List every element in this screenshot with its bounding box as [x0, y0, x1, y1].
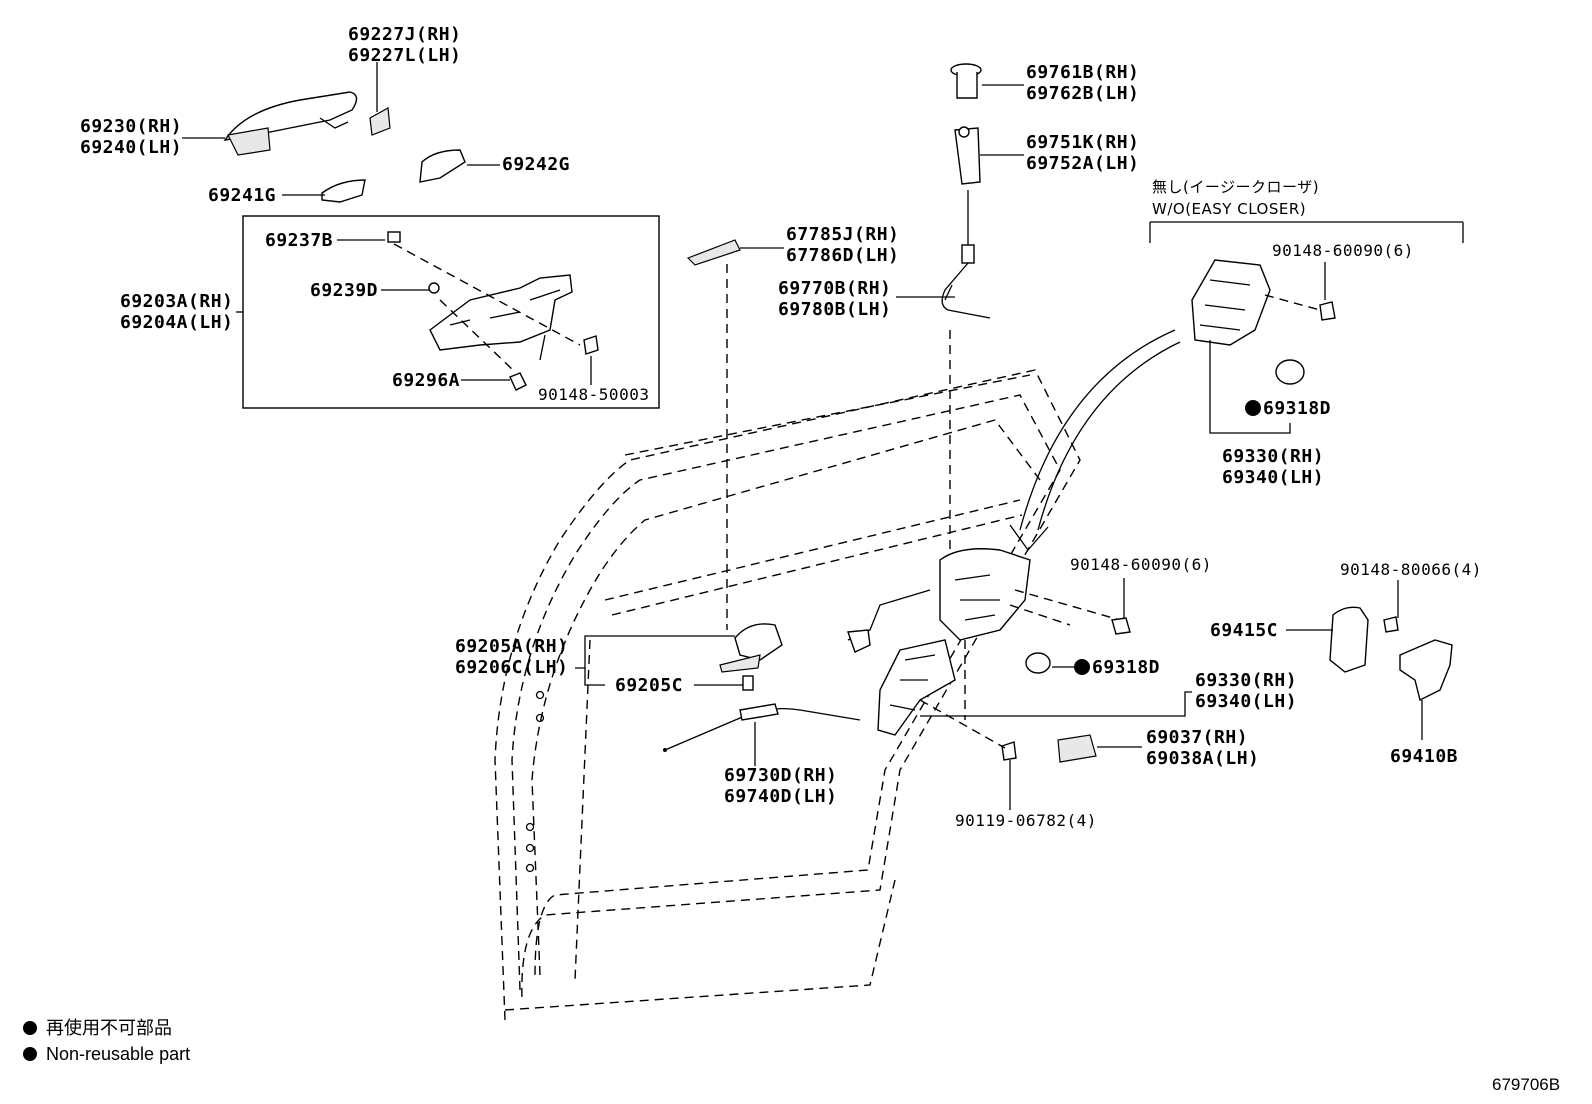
label-69730D: 69730D(RH)	[724, 765, 837, 786]
screw-90148-50003	[583, 335, 599, 355]
label-69237B: 69237B	[265, 230, 333, 251]
label-67785J: 67785J(RH)	[786, 224, 899, 245]
legend-text-jp: 再使用不可部品	[46, 1018, 172, 1038]
striker-cover-69415C	[1329, 606, 1369, 673]
label-69038A: 69038A(LH)	[1146, 748, 1259, 769]
label-90148-60090-mid: 90148-60090(6)	[1070, 555, 1212, 574]
nut-69239D	[428, 282, 440, 294]
legend-text-en: Non-reusable part	[46, 1044, 190, 1064]
label-90148-60090-top: 90148-60090(6)	[1272, 241, 1414, 260]
washer-69318D-mid	[1025, 652, 1051, 674]
label-69330-top: 69330(RH)	[1222, 446, 1324, 467]
label-69340-top: 69340(LH)	[1222, 467, 1324, 488]
label-69761B: 69761B(RH)	[1026, 62, 1139, 83]
label-69241G: 69241G	[208, 185, 276, 206]
legend: 再使用不可部品 Non-reusable part	[23, 1018, 190, 1064]
cover-69037	[1057, 734, 1097, 763]
label-69242G: 69242G	[502, 154, 570, 175]
label-69296A: 69296A	[392, 370, 460, 391]
door-outline	[494, 369, 1081, 1021]
label-69318D-top: 69318D	[1263, 398, 1331, 419]
label-69205A: 69205A(RH)	[455, 636, 568, 657]
inside-handle-69205A	[719, 623, 783, 673]
label-69780B: 69780B(LH)	[778, 299, 891, 320]
easy-closer-bracket	[1149, 221, 1464, 243]
label-69770B: 69770B(RH)	[778, 278, 891, 299]
pad-69242G	[419, 149, 466, 183]
curved-arrow	[1009, 329, 1181, 552]
leader-lines	[182, 62, 1423, 810]
labels: 69227J(RH) 69227L(LH) 69230(RH) 69240(LH…	[80, 24, 1482, 830]
label-69340-mid: 69340(LH)	[1195, 691, 1297, 712]
door-lock-assy-main	[847, 548, 1121, 736]
label-69240: 69240(LH)	[80, 137, 182, 158]
striker-69410B	[1383, 616, 1453, 702]
non-reusable-mark-mid	[1074, 659, 1090, 675]
label-69318D-mid: 69318D	[1092, 657, 1160, 678]
lock-assy-easy-closer	[1191, 259, 1336, 346]
cylinder-69761B	[950, 63, 982, 99]
label-90148-80066: 90148-80066(4)	[1340, 560, 1482, 579]
legend-mark-en	[23, 1047, 37, 1061]
clip-69237B	[387, 231, 401, 243]
label-69227L: 69227L(LH)	[348, 45, 461, 66]
handle-frame-part	[387, 231, 599, 391]
washer-69318D-top	[1275, 359, 1305, 385]
diagram-id: 679706B	[1492, 1075, 1560, 1094]
label-easy-closer-en: W/O(EASY CLOSER)	[1152, 200, 1306, 218]
non-reusable-mark-top	[1245, 400, 1261, 416]
label-69204A: 69204A(LH)	[120, 312, 233, 333]
handle-cover-part	[369, 107, 391, 136]
label-69330-mid: 69330(RH)	[1195, 670, 1297, 691]
label-69415C: 69415C	[1210, 620, 1278, 641]
label-69762B: 69762B(LH)	[1026, 83, 1139, 104]
legend-mark-jp	[23, 1021, 37, 1035]
screw-69296A	[509, 372, 527, 391]
label-69752A: 69752A(LH)	[1026, 153, 1139, 174]
label-69037: 69037(RH)	[1146, 727, 1248, 748]
label-69205C: 69205C	[615, 675, 683, 696]
cylinder-69751K	[954, 126, 981, 185]
label-90148-50003: 90148-50003	[538, 385, 649, 404]
label-69740D: 69740D(LH)	[724, 786, 837, 807]
label-67786D: 67786D(LH)	[786, 245, 899, 266]
cable-69730D	[663, 703, 861, 752]
label-69751K: 69751K(RH)	[1026, 132, 1139, 153]
label-69410B: 69410B	[1390, 746, 1458, 767]
label-easy-closer-jp: 無し(イージークローザ)	[1152, 178, 1319, 196]
label-69239D: 69239D	[310, 280, 378, 301]
bolt-90119	[1001, 741, 1017, 761]
screw-90148-60090-mid	[1111, 617, 1131, 635]
outside-handle-part	[223, 91, 358, 156]
label-90119-06782: 90119-06782(4)	[955, 811, 1097, 830]
clip-69205C	[742, 675, 754, 691]
label-69227J: 69227J(RH)	[348, 24, 461, 45]
rod-69770B	[941, 190, 991, 319]
trim-67785J	[686, 239, 741, 266]
pad-69241G	[321, 179, 366, 203]
label-69203A: 69203A(RH)	[120, 291, 233, 312]
label-69206C: 69206C(LH)	[455, 657, 568, 678]
label-69230: 69230(RH)	[80, 116, 182, 137]
